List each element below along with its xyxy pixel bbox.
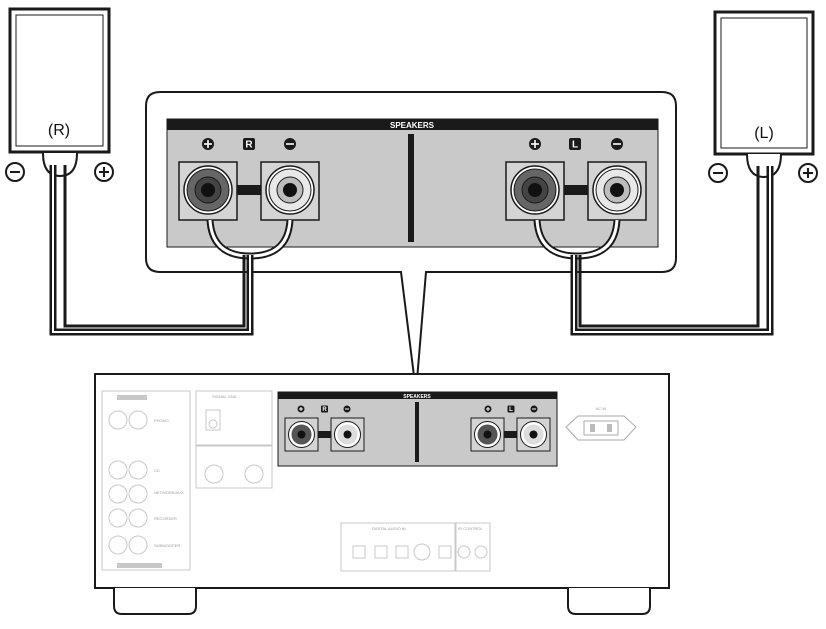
terminal-link-r (237, 185, 261, 195)
speaker-terminal-panel-enlarged: SPEAKERS R (166, 118, 659, 248)
svg-text:SIGNAL GND: SIGNAL GND (212, 394, 237, 399)
amplifier-foot-right (567, 588, 651, 615)
rear-channel-badge-r (321, 405, 328, 413)
panel-channel-badge-l: L (569, 138, 581, 151)
svg-text:RECORDER: RECORDER (154, 516, 177, 521)
ac-in-label: AC IN (596, 406, 607, 411)
right-speaker-label: (R) (48, 122, 70, 139)
svg-text:CD: CD (154, 468, 160, 473)
panel-minus-icon-r (284, 138, 296, 150)
signal-gnd-faint: SIGNAL GND (195, 390, 273, 489)
plus-symbol-left-speaker (798, 163, 818, 183)
svg-text:R: R (245, 140, 253, 151)
panel-divider (408, 134, 414, 242)
svg-text:SUBWOOFER: SUBWOOFER (154, 543, 180, 548)
ac-inlet: AC IN (565, 406, 637, 441)
analog-inputs-faint: PHONO CD NETWORK/AUX RECORDER SUBWOOFER (101, 390, 191, 571)
terminal-l-minus (587, 161, 647, 221)
right-speaker: (R) (8, 7, 111, 178)
cable-right-speaker (49, 165, 254, 336)
speaker-terminal-panel-rear: SPEAKERS R L (277, 391, 558, 467)
panel-plus-icon-r (202, 138, 214, 150)
terminal-r-plus (178, 161, 238, 221)
svg-text:DIGITAL AUDIO IN: DIGITAL AUDIO IN (372, 526, 406, 531)
svg-text:PHONO: PHONO (154, 418, 169, 423)
left-speaker-label: (L) (754, 125, 774, 142)
plus-symbol-right-speaker (94, 162, 114, 182)
svg-text:R: R (322, 407, 327, 413)
terminal-link-l (564, 185, 588, 195)
panel-minus-icon-l (611, 138, 623, 150)
panel-header-speakers: SPEAKERS (390, 121, 435, 130)
minus-symbol-left-speaker (708, 163, 728, 183)
minus-symbol-right-speaker (5, 162, 25, 182)
terminal-r-minus (260, 161, 320, 221)
terminal-l-plus (505, 161, 565, 221)
rear-header-speakers: SPEAKERS (403, 394, 431, 400)
left-speaker: (L) (713, 10, 815, 179)
amplifier-foot-left (113, 588, 197, 615)
svg-text:L: L (509, 407, 513, 413)
rear-channel-badge-l (507, 405, 515, 413)
digital-inputs-faint: DIGITAL AUDIO IN IR CONTROL (340, 522, 491, 572)
panel-channel-badge-r: R (243, 138, 255, 151)
svg-text:L: L (572, 140, 578, 151)
cable-left-speaker (570, 166, 774, 336)
svg-text:NETWORK/AUX: NETWORK/AUX (154, 490, 184, 495)
panel-plus-icon-l (529, 138, 541, 150)
svg-text:IR CONTROL: IR CONTROL (458, 526, 483, 531)
